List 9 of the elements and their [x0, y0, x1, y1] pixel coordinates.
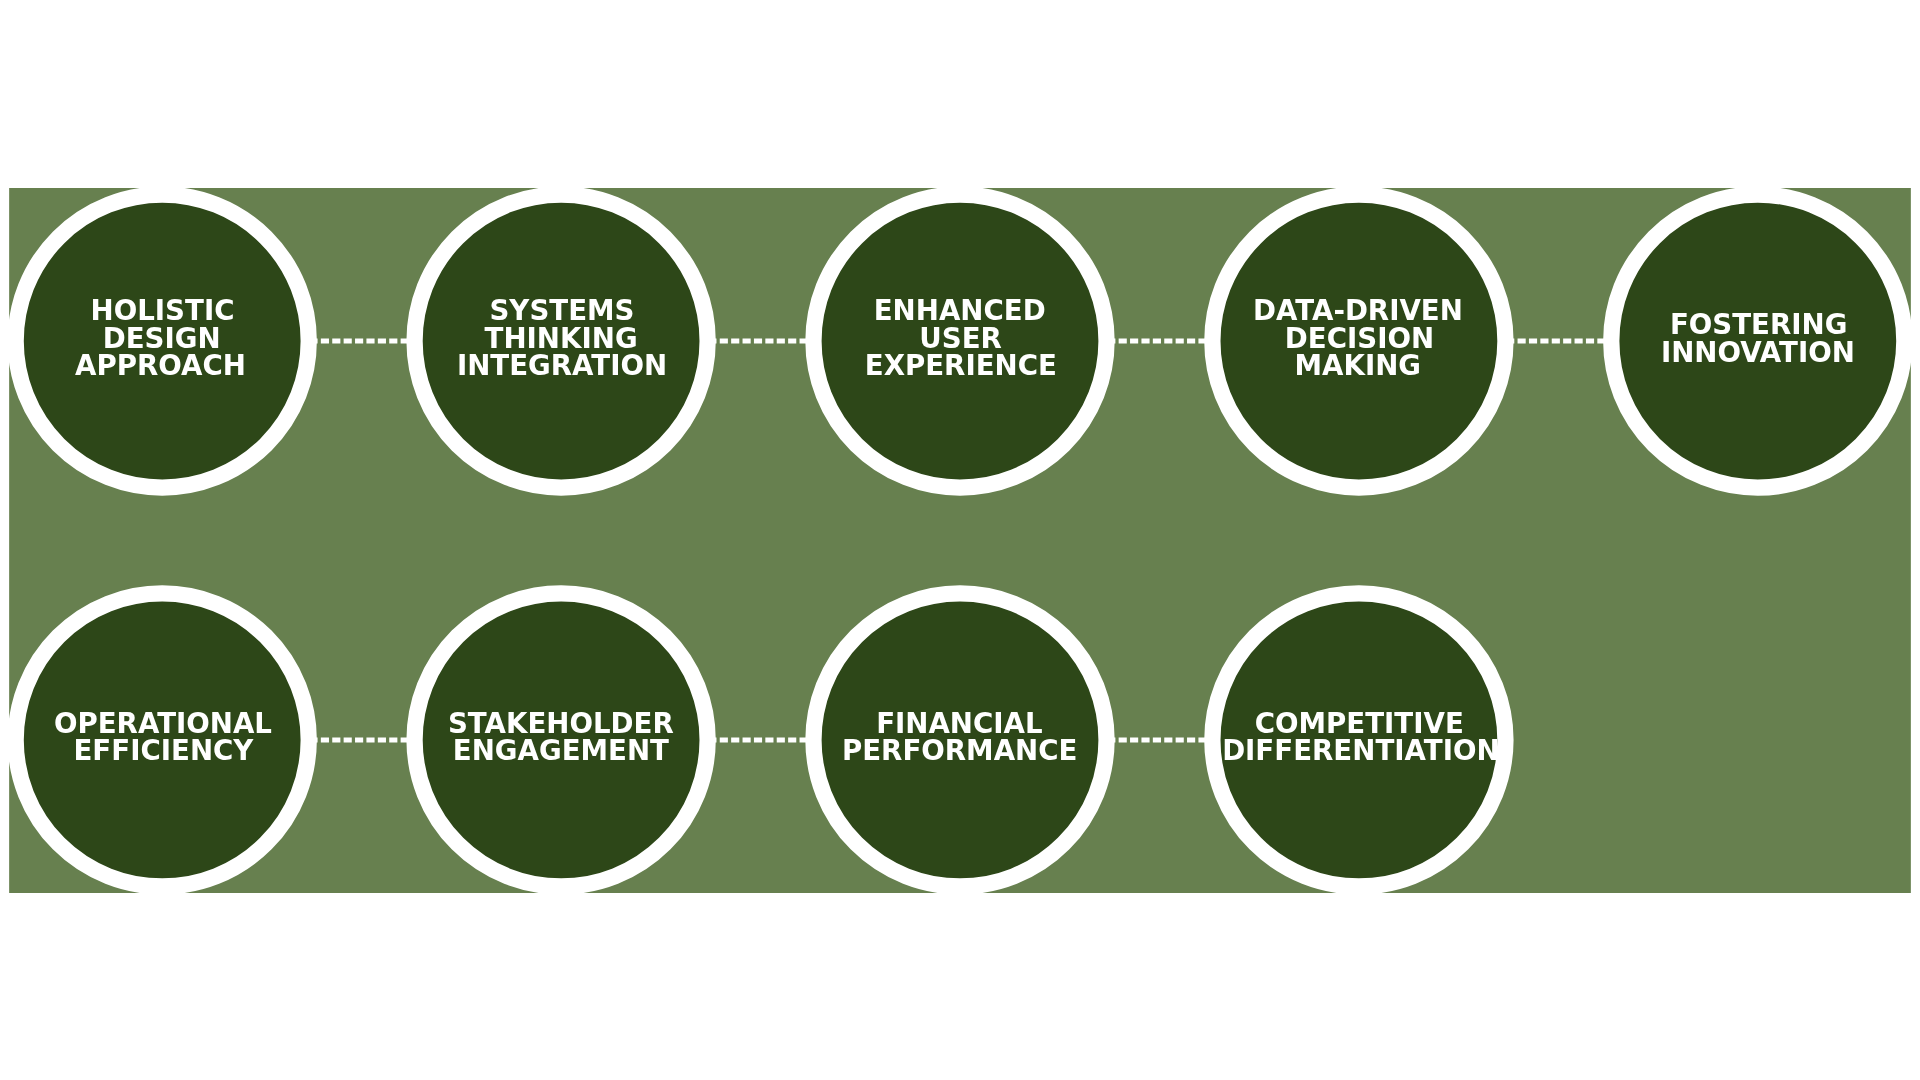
node-circle: HOLISTIC DESIGN APPROACH	[8, 187, 317, 496]
node-circle: STAKEHOLDER ENGAGEMENT	[406, 584, 716, 893]
node-circle: COMPETITIVE DIFFERENTIATION	[1204, 584, 1514, 893]
node-circle: OPERATIONAL EFFICIENCY	[8, 584, 317, 893]
node-circle: SYSTEMS THINKING INTEGRATION	[406, 187, 716, 496]
node-circle: ENHANCED USER EXPERIENCE	[805, 187, 1115, 496]
node-circle: FINANCIAL PERFORMANCE	[805, 584, 1115, 893]
node-circle: FOSTERING INNOVATION	[1603, 187, 1912, 496]
node-circle: DATA-DRIVEN DECISION MAKING	[1204, 187, 1514, 496]
